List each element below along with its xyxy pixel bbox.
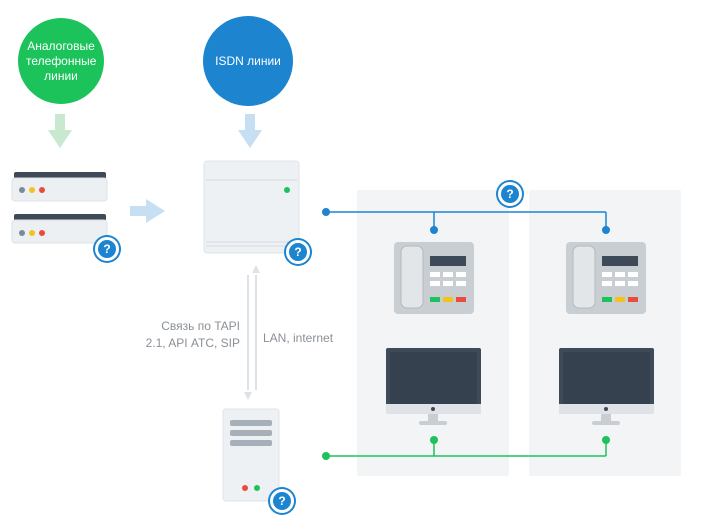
workstation-help-button[interactable]: ? <box>498 182 522 206</box>
down-arrow-icon-isdn <box>238 114 262 148</box>
lan-connection-label: LAN, internet <box>263 331 334 345</box>
pbx-server-connection <box>244 265 260 400</box>
isdn-lines-label: ISDN линии <box>215 53 281 68</box>
server-device <box>222 408 280 502</box>
phone-connection-line <box>322 208 610 234</box>
pbx-device <box>203 160 300 254</box>
analog-gateway-2 <box>11 214 108 244</box>
server-help-button[interactable]: ? <box>270 489 294 513</box>
analog-lines-label: Аналоговые телефонные линии <box>26 38 97 83</box>
pbx-help-button[interactable]: ? <box>286 240 310 264</box>
down-arrow-icon-analog <box>48 114 72 148</box>
isdn-lines-circle: ISDN линии <box>203 16 293 106</box>
desk-phone-2 <box>566 242 646 314</box>
right-arrow-icon <box>130 199 165 223</box>
workstation-panel-1 <box>357 190 509 476</box>
gateway-help-button[interactable]: ? <box>95 237 119 261</box>
desk-phone-1 <box>394 242 474 314</box>
computer-connection-line <box>322 436 610 460</box>
computer-monitor-2 <box>559 348 654 425</box>
analog-lines-circle: Аналоговые телефонные линии <box>18 18 104 104</box>
workstation-panel-2 <box>529 190 681 476</box>
computer-monitor-1 <box>386 348 481 425</box>
analog-gateway-1 <box>11 172 108 202</box>
tapi-connection-label: Связь по TAPI 2.1, API АТС, SIP <box>145 319 240 350</box>
